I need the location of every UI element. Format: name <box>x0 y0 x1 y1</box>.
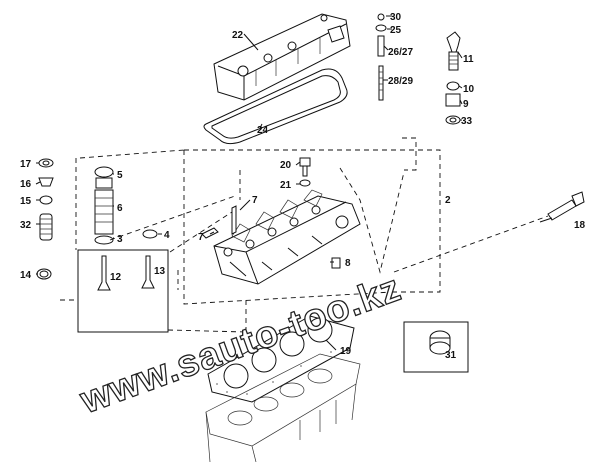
callout-9: 9 <box>463 99 469 110</box>
cover-gasket-part <box>203 68 348 145</box>
valve-spring-assembly <box>94 166 158 245</box>
callout-16: 16 <box>20 179 32 190</box>
callout-7-top: 7 <box>252 195 258 206</box>
callout-28-29: 28/29 <box>388 76 413 87</box>
callout-19: 19 <box>340 346 352 357</box>
callout-31: 31 <box>445 350 457 361</box>
callout-20: 20 <box>280 160 292 171</box>
guide-lines <box>60 137 549 336</box>
injector-stack <box>445 31 461 125</box>
callout-13: 13 <box>154 266 166 277</box>
callout-11: 11 <box>463 54 474 65</box>
head-gasket-part <box>207 315 355 403</box>
callout-14: 14 <box>20 270 32 281</box>
glow-plug-part <box>547 191 585 221</box>
callout-25: 25 <box>390 25 402 36</box>
plug-box <box>403 321 469 373</box>
cylinder-head-part <box>201 189 361 285</box>
sleeve-stud-stack <box>375 13 387 101</box>
engine-block-outline <box>205 353 361 462</box>
callout-21: 21 <box>280 180 292 191</box>
callout-30: 30 <box>390 12 402 23</box>
callout-4: 4 <box>164 230 170 241</box>
callout-10: 10 <box>463 84 475 95</box>
callout-12: 12 <box>110 272 122 283</box>
callout-7-left: 7 <box>198 232 204 243</box>
callout-18: 18 <box>574 220 586 231</box>
valves-box <box>77 249 169 333</box>
callout-labels: 22 30 25 26/27 28/29 11 10 9 33 24 17 16… <box>20 12 586 361</box>
callout-22: 22 <box>232 30 244 41</box>
callout-24: 24 <box>257 125 269 136</box>
valve-parts-left <box>36 158 54 280</box>
callout-3: 3 <box>117 234 123 245</box>
callout-6: 6 <box>117 203 123 214</box>
leader-lines <box>35 15 553 351</box>
callout-15: 15 <box>20 196 32 207</box>
valve-cover-part <box>213 13 351 101</box>
callout-2: 2 <box>445 195 451 206</box>
callout-33: 33 <box>461 116 473 127</box>
callout-5: 5 <box>117 170 123 181</box>
callout-17: 17 <box>20 159 32 170</box>
callout-8: 8 <box>345 258 351 269</box>
callout-26-27: 26/27 <box>388 47 413 58</box>
callout-32: 32 <box>20 220 32 231</box>
